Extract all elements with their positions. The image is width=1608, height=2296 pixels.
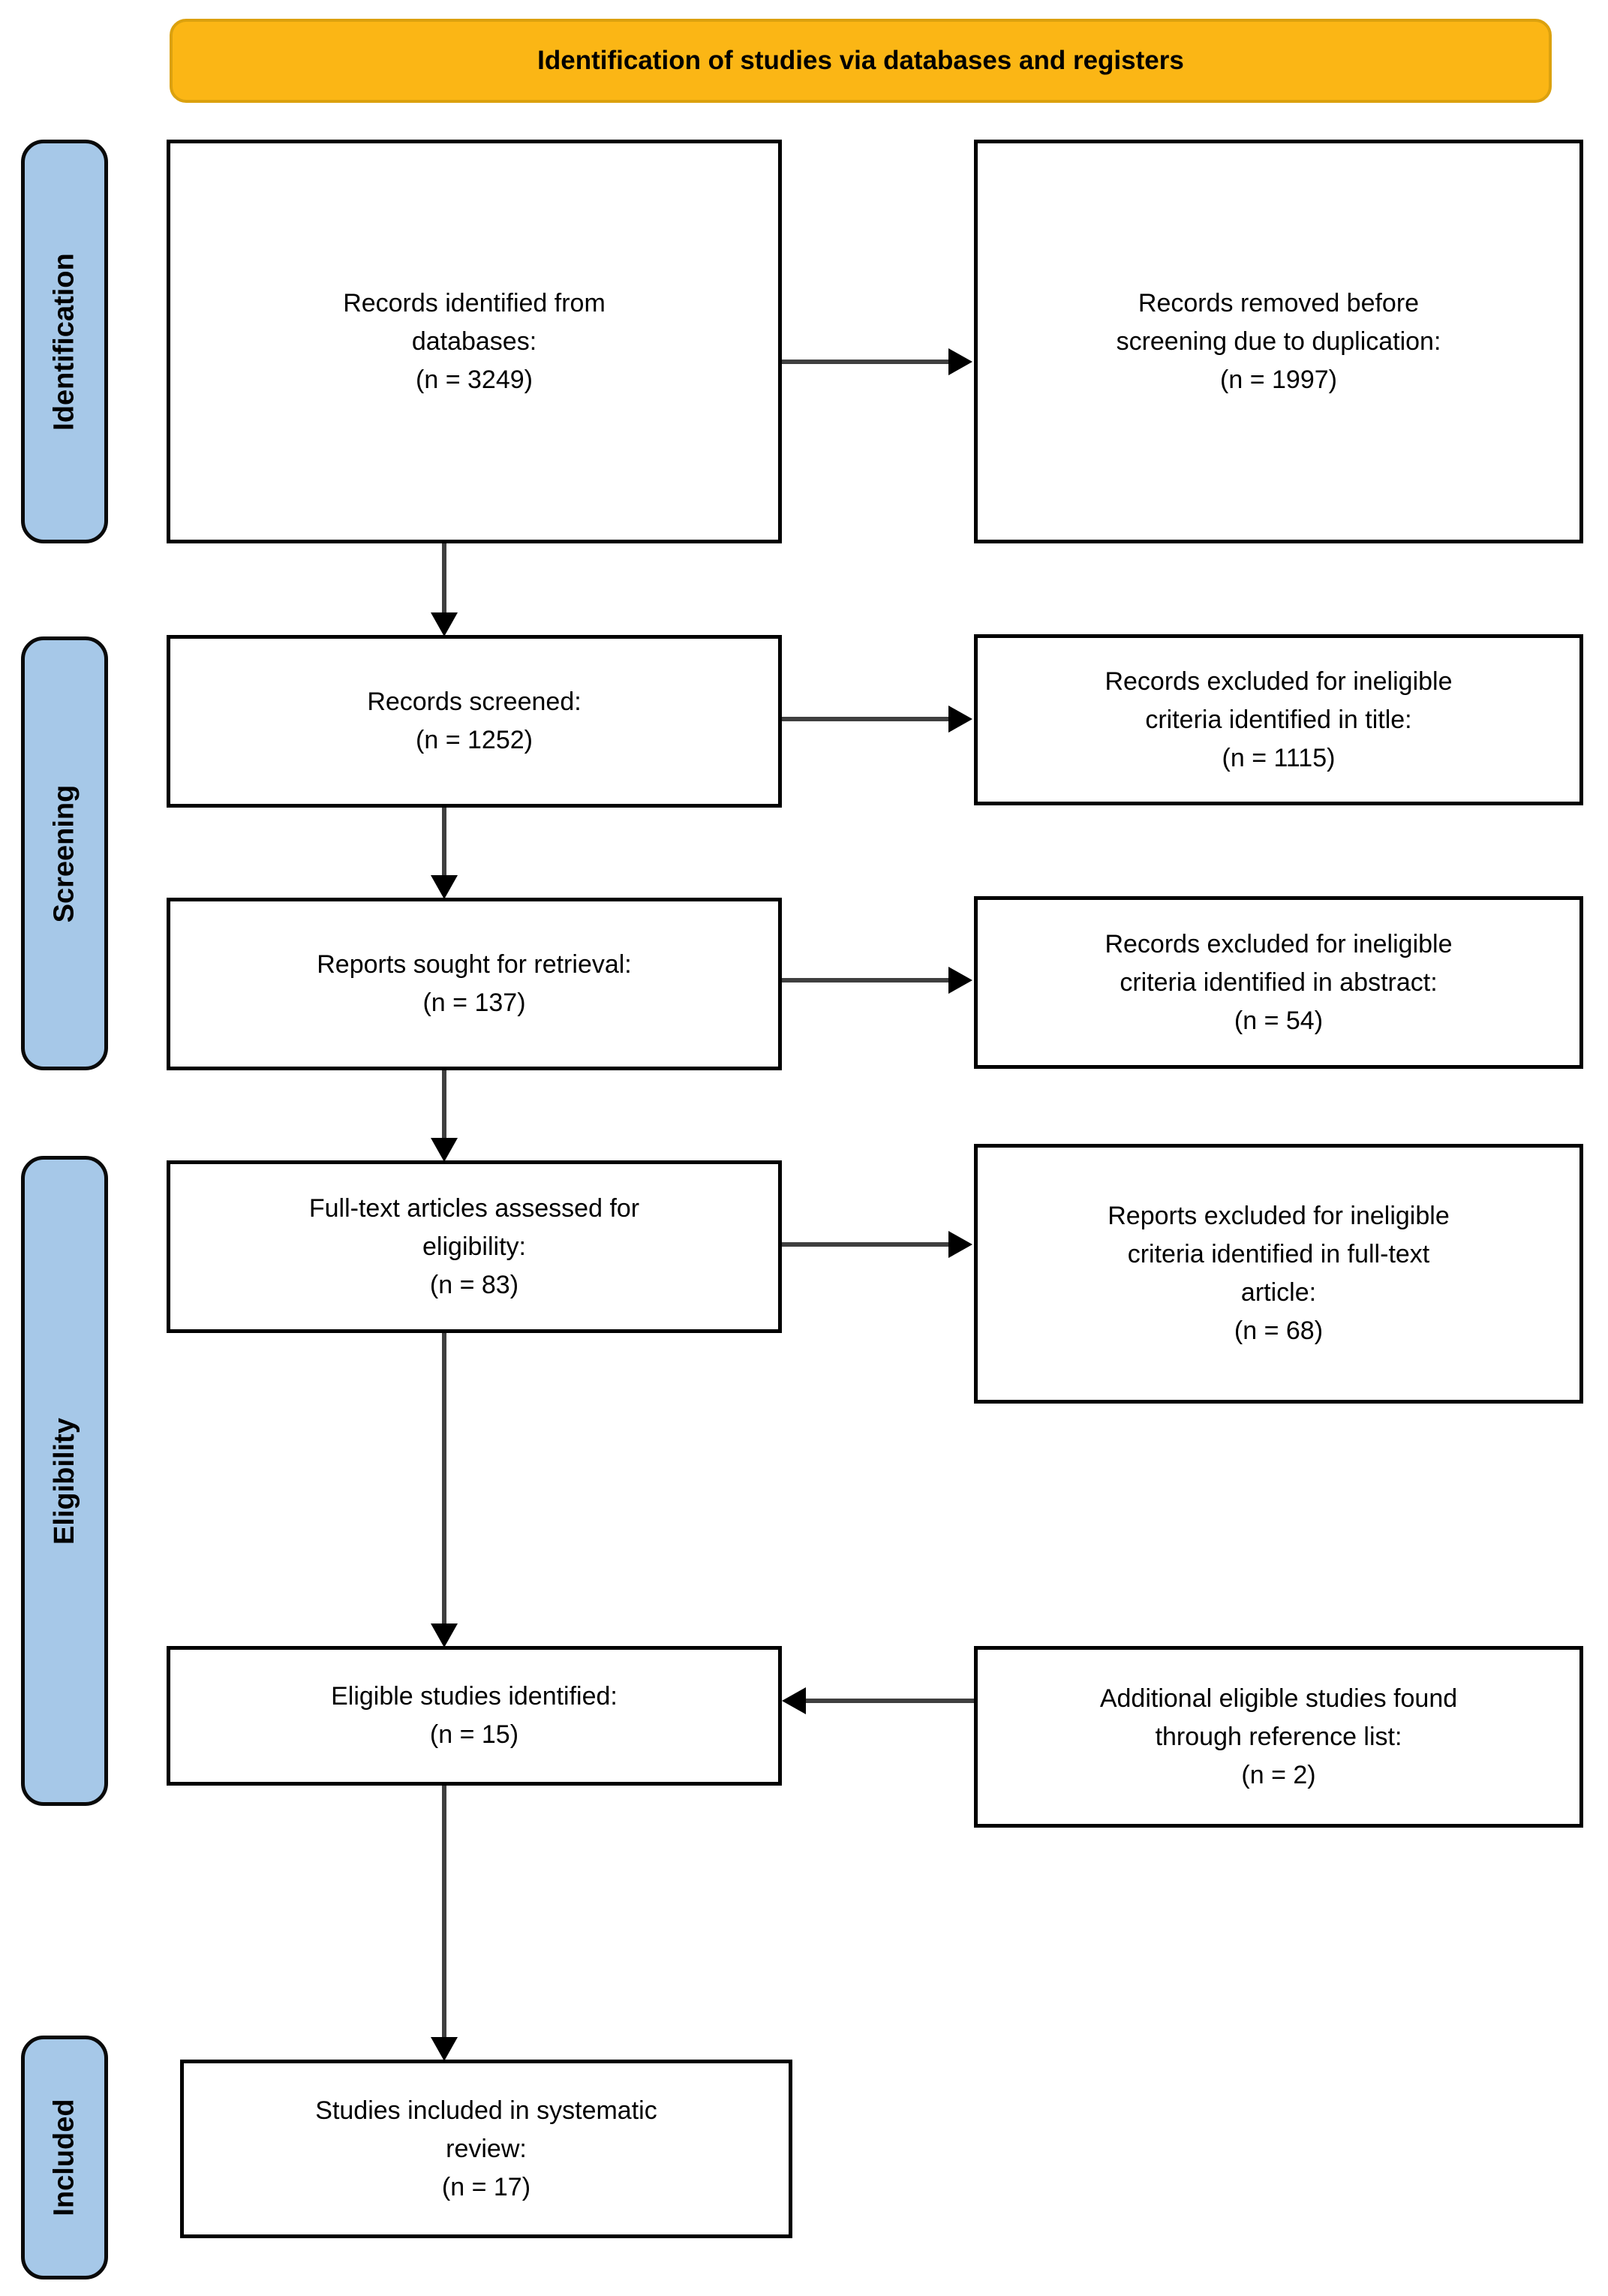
stage-label-included: Included [21, 2036, 108, 2279]
box-excluded-abstract: Records excluded for ineligible criteria… [974, 896, 1583, 1069]
box-eligible-identified: Eligible studies identified: (n = 15) [167, 1646, 782, 1786]
stage-label-identification-text: Identification [48, 252, 80, 431]
box-fulltext-assessed: Full-text articles assessed for eligibil… [167, 1160, 782, 1333]
arrow-reference-to-eligible-head-icon [782, 1687, 806, 1714]
arrow-sought-to-excluded-abstract-head-icon [948, 967, 972, 994]
arrow-sought-to-fulltext-head-icon [431, 1138, 458, 1162]
stage-label-identification: Identification [21, 140, 108, 543]
arrow-eligible-to-included-head-icon [431, 2037, 458, 2061]
arrow-screened-to-sought-head-icon [431, 875, 458, 899]
arrow-identified-to-screened-line [442, 543, 446, 612]
box-excluded-fulltext: Reports excluded for ineligible criteria… [974, 1144, 1583, 1404]
arrow-reference-to-eligible-line [806, 1699, 974, 1703]
arrow-fulltext-to-excluded-fulltext-head-icon [948, 1231, 972, 1258]
arrow-eligible-to-included-line [442, 1786, 446, 2037]
arrow-screened-to-sought-line [442, 808, 446, 875]
arrow-sought-to-fulltext-line [442, 1070, 446, 1138]
box-additional-reference-list: Additional eligible studies found throug… [974, 1646, 1583, 1828]
arrow-fulltext-to-eligible-line [442, 1333, 446, 1623]
arrow-identified-to-dedup-head-icon [948, 348, 972, 375]
arrow-screened-to-excluded-title-line [782, 717, 948, 721]
arrow-identified-to-dedup-line [782, 360, 948, 364]
box-removed-duplication: Records removed before screening due to … [974, 140, 1583, 543]
box-included-systematic-review: Studies included in systematic review: (… [180, 2060, 792, 2238]
stage-label-eligibility-text: Eligibility [48, 1417, 80, 1545]
arrow-sought-to-excluded-abstract-line [782, 978, 948, 982]
stage-label-included-text: Included [48, 2099, 80, 2216]
box-records-screened: Records screened: (n = 1252) [167, 635, 782, 808]
box-reports-sought: Reports sought for retrieval: (n = 137) [167, 898, 782, 1070]
stage-label-screening: Screening [21, 636, 108, 1070]
arrow-identified-to-screened-head-icon [431, 612, 458, 636]
arrow-screened-to-excluded-title-head-icon [948, 706, 972, 733]
banner-title: Identification of studies via databases … [170, 19, 1552, 103]
arrow-fulltext-to-excluded-fulltext-line [782, 1242, 948, 1247]
arrow-fulltext-to-eligible-head-icon [431, 1623, 458, 1648]
box-records-identified: Records identified from databases: (n = … [167, 140, 782, 543]
stage-label-screening-text: Screening [48, 784, 80, 922]
stage-label-eligibility: Eligibility [21, 1156, 108, 1806]
box-excluded-title: Records excluded for ineligible criteria… [974, 634, 1583, 805]
